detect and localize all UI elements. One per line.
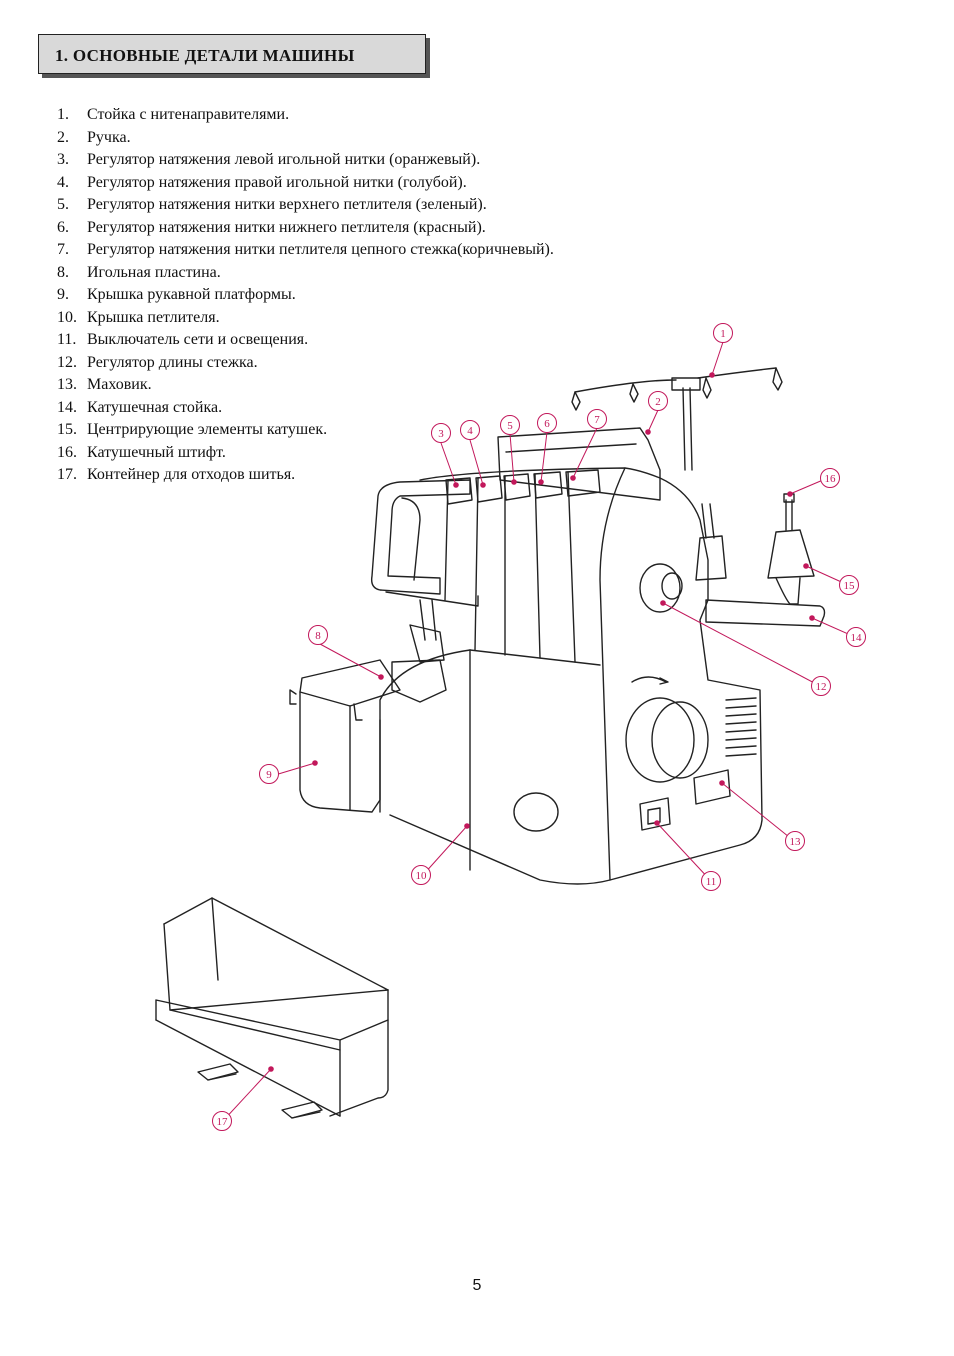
callout-9: 9 (266, 769, 272, 781)
callout-dots (268, 372, 815, 1072)
callout-6: 6 (544, 418, 550, 430)
list-item: 6.Регулятор натяжения нитки нижнего петл… (57, 218, 486, 236)
callout-10: 10 (416, 870, 428, 882)
list-item: 4.Регулятор натяжения правой игольной ни… (57, 173, 467, 191)
list-item: 14.Катушечная стойка. (57, 398, 223, 416)
list-item: 8.Игольная пластина. (57, 263, 221, 281)
section-title: 1. ОСНОВНЫЕ ДЕТАЛИ МАШИНЫ (55, 46, 355, 65)
list-item: 15.Центрирующие элементы катушек. (57, 421, 328, 438)
machine-drawing (289, 367, 826, 885)
list-item: 2.Ручка. (57, 128, 131, 146)
callout-15: 15 (844, 580, 856, 592)
callout-13: 13 (790, 836, 802, 848)
list-item: 10.Крышка петлителя. (57, 308, 220, 326)
list-item: 17.Контейнер для отходов шитья. (57, 466, 296, 483)
list-item: 5.Регулятор натяжения нитки верхнего пет… (57, 196, 487, 213)
callout-circles (212, 323, 866, 1131)
callout-11: 11 (706, 876, 717, 888)
parts-list: 1.Стойка с нитенаправителями. 2.Ручка. 3… (57, 104, 554, 487)
callout-8: 8 (315, 630, 321, 642)
callout-16: 16 (825, 473, 837, 485)
waste-container-drawing (155, 897, 389, 1119)
callout-numbers: 1 2 3 4 5 6 7 8 9 10 11 12 13 14 15 16 1… (217, 328, 863, 1128)
list-item: 11.Выключатель сети и освещения. (57, 331, 309, 348)
callout-17: 17 (217, 1116, 229, 1128)
callout-3: 3 (438, 428, 444, 440)
list-item: 13.Маховик. (57, 376, 152, 393)
callout-14: 14 (851, 632, 863, 644)
callout-12: 12 (816, 681, 827, 693)
callout-1: 1 (720, 328, 726, 340)
list-item: 9.Крышка рукавной платформы. (57, 286, 296, 303)
callout-5: 5 (507, 420, 513, 432)
list-item: 16.Катушечный штифт. (57, 443, 226, 461)
callout-7: 7 (594, 414, 600, 426)
callout-2: 2 (655, 396, 661, 408)
callout-4: 4 (467, 425, 473, 437)
section-heading: 1. ОСНОВНЫЕ ДЕТАЛИ МАШИНЫ (38, 34, 426, 74)
page-number: 5 (472, 1277, 482, 1294)
list-item: 7.Регулятор натяжения нитки петлителя це… (57, 241, 554, 258)
list-item: 3.Регулятор натяжения левой игольной нит… (57, 151, 481, 168)
list-item: 1.Стойка с нитенаправителями. (57, 106, 290, 123)
list-item: 12.Регулятор длины стежка. (57, 353, 258, 371)
